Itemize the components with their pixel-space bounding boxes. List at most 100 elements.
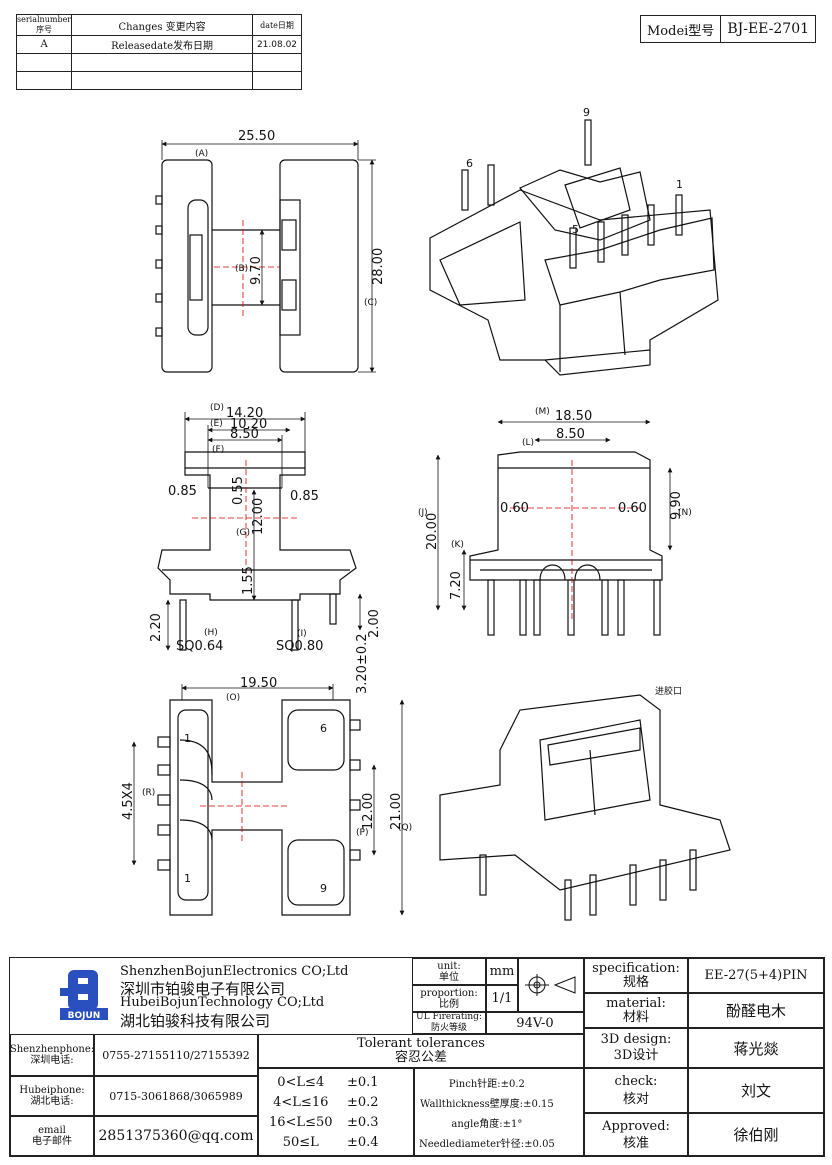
pin-label-5: 5 [572, 223, 579, 236]
dim-v4-l-label: (L) [522, 438, 534, 448]
spec-label: specification: 规格 [584, 958, 688, 993]
model-value: BJ-EE-2701 [727, 21, 810, 37]
dim-v4-n: 9.90 [669, 491, 684, 520]
rev-cell: 21.08.02 [252, 35, 302, 54]
sz-phone-label: Shenzhenphone: 深圳电话: [10, 1034, 94, 1076]
material-label: material: 材料 [584, 993, 688, 1028]
dim-v4-l1: 0.60 [500, 501, 529, 516]
tol-range: 50≤L [282, 1135, 319, 1150]
rev-cell [15, 71, 73, 90]
unit-value: mm [486, 958, 518, 985]
pin-label-6: 6 [466, 157, 473, 170]
company-logo: BOJUN [60, 970, 108, 1021]
tol-value: ±0.2 [347, 1095, 379, 1110]
pin-label-9: 9 [320, 882, 327, 895]
dim-v1-width-label: (A) [195, 149, 208, 159]
hb-phone-label: Hubeiphone: 湖北电话: [10, 1076, 94, 1116]
pin-label-9: 9 [583, 106, 590, 119]
dim-v5-r-label: (R) [142, 788, 155, 798]
dim-v1-width: 25.50 [238, 129, 275, 144]
approved-label: Approved: 核准 [584, 1113, 688, 1156]
model-box: Modei型号 BJ-EE-2701 [640, 15, 817, 43]
rev-header-date: date日期 [252, 14, 302, 36]
rev-cell: Releasedate发布日期 [71, 35, 253, 54]
rev-header-changes: Changes 变更内容 [71, 14, 253, 36]
dim-v3-a: 0.85 [168, 484, 197, 499]
tol-range: 4<L≤16 [273, 1095, 329, 1110]
gate-note: 进胶口 [655, 685, 682, 697]
bottom-view [157, 699, 361, 916]
technical-drawing: 25.50 (A) 28.00 (C) 9.70 (B) 6 9 1 5 14.… [121, 106, 731, 921]
material-value: 酚醛电木 [688, 993, 824, 1028]
pin-label-1: 1 [184, 732, 191, 745]
ul-label: UL Firerating: 防火等级 [412, 1012, 486, 1034]
tol-range: 0<L≤4 [277, 1075, 325, 1090]
dim-v5-p: 12.00 [361, 793, 376, 830]
dim-v3-h: 2.20 [149, 613, 164, 642]
revision-table: serialnumber序号 Changes 变更内容 date日期 A Rel… [15, 14, 302, 90]
dim-v3-sq2: SQ0.80 [276, 639, 323, 654]
rev-cell: A [15, 35, 73, 54]
top-view [155, 159, 359, 373]
dim-v5-o: 19.50 [240, 676, 277, 691]
dim-v5-p-label: (P) [356, 828, 368, 838]
dim-v3-g2: 12.00 [251, 498, 266, 535]
sz-phone: 0755-27155110/27155392 [94, 1034, 258, 1076]
tol-value: ±0.1 [347, 1075, 379, 1090]
dim-v3-e: 10.20 [230, 417, 267, 432]
dim-v4-n-label: (N) [678, 508, 692, 518]
dim-v3-d-label: (D) [210, 403, 224, 413]
email-label: email 电子邮件 [10, 1116, 94, 1156]
dim-v1-height-label: (C) [364, 298, 377, 308]
dim-v4-j-label: (J) [418, 508, 428, 518]
dim-v3-f-label: (F) [212, 445, 224, 455]
projection-symbol [518, 958, 584, 1012]
pin-label-1: 1 [184, 872, 191, 885]
tol-value: ±0.4 [347, 1135, 379, 1150]
tol-note: Needlediameter针径:±0.05 [419, 1139, 555, 1150]
proportion-label: proportion: 比例 [412, 985, 486, 1012]
tolerance-range-box: 0<L≤4 4<L≤16 16<L≤50 50≤L ±0.1 ±0.2 ±0.3… [258, 1068, 414, 1156]
dim-v1-b-label: (B) [235, 264, 248, 274]
dim-v3-j: 3.20±0.2 [355, 633, 370, 694]
dim-v3-sq1: SQ0.64 [176, 639, 223, 654]
dim-v4-l: 8.50 [556, 427, 585, 442]
pin-label-6: 6 [320, 722, 327, 735]
tol-note: angle角度:±1° [451, 1119, 523, 1130]
company-en-2: HubeiBojunTechnology CO;Ltd [120, 995, 325, 1010]
company-cn-1: 深圳市铂骏电子有限公司 [120, 980, 286, 998]
design-value: 蒋光燚 [688, 1028, 824, 1068]
dim-v4-j: 20.00 [425, 513, 440, 550]
dim-v3-h-label: (H) [204, 628, 218, 638]
dim-v4-m-label: (M) [535, 407, 550, 417]
side-view [469, 451, 663, 636]
dim-v1-b: 9.70 [249, 256, 264, 285]
dim-v3-d: 14.20 [226, 406, 263, 421]
dim-v5-q-label: (Q) [398, 823, 412, 833]
rev-header-serial: serialnumber序号 [15, 14, 73, 36]
dim-v3-c: 1.55 [241, 566, 256, 595]
ul-value: 94V-0 [486, 1012, 584, 1034]
tol-value: ±0.3 [347, 1115, 379, 1130]
dim-v3-e-label: (E) [210, 419, 223, 429]
dim-v3-g1: 0.55 [231, 476, 246, 505]
email: 2851375360@qq.com [94, 1116, 258, 1156]
tol-range: 16<L≤50 [269, 1115, 333, 1130]
dim-v5-o-label: (O) [226, 693, 240, 703]
dim-v4-l2: 0.60 [618, 501, 647, 516]
hb-phone: 0715-3061868/3065989 [94, 1076, 258, 1116]
dim-v3-f: 8.50 [230, 427, 259, 442]
rev-cell [252, 71, 302, 90]
design-label: 3D design: 3D设计 [584, 1028, 688, 1068]
tol-note: Pinch针距:±0.2 [448, 1079, 525, 1090]
dim-v4-m: 18.50 [555, 409, 592, 424]
isometric-view-bottom [439, 694, 731, 921]
dim-v5-q: 21.00 [389, 793, 404, 830]
dim-v4-k: 7.20 [449, 571, 464, 600]
pin-label-1: 1 [676, 178, 683, 191]
dim-v5-r: 4.5X4 [121, 782, 136, 820]
unit-label: unit: 单位 [412, 958, 486, 985]
isometric-view-top [429, 119, 719, 376]
title-block: BOJUN ShenzhenBojunElectronics CO;Ltd 深圳… [9, 957, 825, 1157]
dim-v4-k-label: (K) [451, 540, 464, 550]
